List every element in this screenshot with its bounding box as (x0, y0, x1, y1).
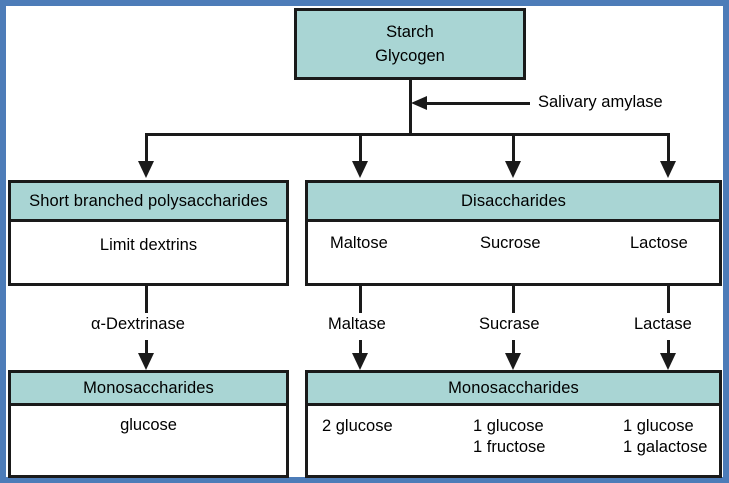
lactase-line-upper (667, 286, 670, 313)
lactose-products: 1 glucose 1 galactose (623, 416, 707, 458)
maltose-product-line-1: 2 glucose (322, 417, 393, 435)
branch-arrow-3 (505, 161, 521, 178)
sucrose-product-line-1: 1 glucose (473, 417, 544, 435)
left-glucose-label: glucose (120, 416, 177, 434)
branch-drop-1 (145, 133, 148, 163)
maltase-arrowhead (352, 353, 368, 370)
left-monosaccharides-body: glucose (8, 406, 289, 478)
salivary-amylase-label: Salivary amylase (538, 93, 663, 111)
salivary-amylase-line (425, 102, 530, 105)
lactase-label: Lactase (634, 315, 692, 333)
sucrase-arrowhead (505, 353, 521, 370)
branch-drop-2 (359, 133, 362, 163)
lactase-line-lower (667, 340, 670, 356)
frame-border-right (723, 0, 729, 483)
starch-glycogen-box: Starch Glycogen (294, 8, 526, 80)
sucrase-line-upper (512, 286, 515, 313)
disaccharides-header: Disaccharides (305, 180, 722, 222)
sucrase-label: Sucrase (479, 315, 540, 333)
sucrose-label: Sucrose (480, 234, 541, 252)
lactase-arrowhead (660, 353, 676, 370)
left-enzyme-arrowhead (138, 353, 154, 370)
lactose-product-line-2: 1 galactose (623, 438, 708, 456)
right-monosaccharides-header: Monosaccharides (305, 370, 722, 406)
alpha-dextrinase-label: α-Dextrinase (91, 315, 185, 333)
frame-border-top (0, 0, 729, 6)
left-monosaccharides-header: Monosaccharides (8, 370, 289, 406)
branch-horizontal-bar (145, 133, 670, 136)
maltose-label: Maltose (330, 234, 388, 252)
left-enzyme-line-lower (145, 340, 148, 356)
maltase-line-lower (359, 340, 362, 356)
maltase-label: Maltase (328, 315, 386, 333)
branch-arrow-2 (352, 161, 368, 178)
branch-drop-3 (512, 133, 515, 163)
left-enzyme-line-upper (145, 286, 148, 313)
limit-dextrins-body: Limit dextrins (8, 222, 289, 286)
right-monosaccharides-body: 2 glucose 1 glucose 1 fructose 1 glucose… (305, 406, 722, 478)
maltose-products: 2 glucose (322, 416, 393, 437)
glycogen-label: Glycogen (375, 47, 445, 65)
branch-arrow-4 (660, 161, 676, 178)
frame-border-bottom (0, 477, 729, 483)
branch-arrow-1 (138, 161, 154, 178)
lactose-product-line-1: 1 glucose (623, 417, 694, 435)
lactose-label: Lactose (630, 234, 688, 252)
salivary-amylase-arrowhead (411, 96, 427, 110)
maltase-line-upper (359, 286, 362, 313)
sucrose-product-line-2: 1 fructose (473, 438, 546, 456)
limit-dextrins-label: Limit dextrins (99, 236, 198, 254)
disaccharides-body: Maltose Sucrose Lactose (305, 222, 722, 286)
short-branched-polysaccharides-header: Short branched polysaccharides (8, 180, 289, 222)
branch-drop-4 (667, 133, 670, 163)
frame-border-left (0, 0, 6, 483)
stem-from-starch-box (409, 80, 412, 135)
starch-label: Starch (386, 23, 434, 41)
sucrose-products: 1 glucose 1 fructose (473, 416, 545, 458)
sucrase-line-lower (512, 340, 515, 356)
